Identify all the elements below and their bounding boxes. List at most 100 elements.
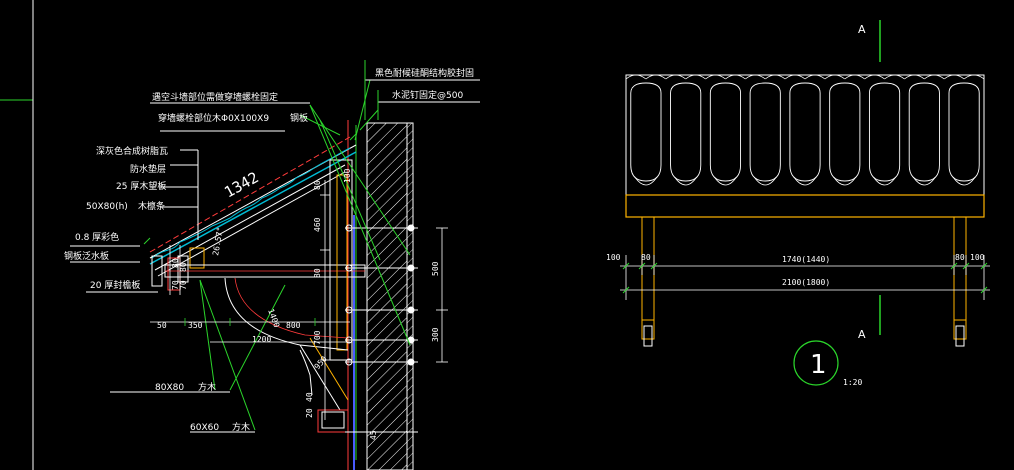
wall-finish [406, 122, 414, 470]
dimension-lines [150, 180, 448, 420]
section-detail: 1342 26.57° [70, 60, 480, 470]
dim-800: 800 [286, 321, 301, 330]
note-nails: 水泥钉固定@500 [392, 89, 463, 101]
ridge-scallop [864, 74, 885, 80]
note-bolts-spec: 穿墙螺栓部位木Φ0X100X9 [158, 112, 269, 124]
roof-tiles [625, 74, 985, 186]
dim-1400: 1400 [266, 308, 281, 329]
roof-tile [908, 82, 940, 182]
dim-1200: 1200 [252, 335, 271, 344]
roof-tile-lip [634, 176, 658, 186]
dim-e100: 100 [343, 168, 352, 183]
ridge-scallop [725, 74, 746, 80]
ridge-scallop [804, 74, 826, 80]
note-purlin-size: 50X80(h) [86, 202, 128, 212]
roof-tile-lip [674, 176, 698, 186]
note-flashing-1: 0.8 厚彩色 [75, 231, 119, 243]
posts [641, 216, 967, 347]
note-board: 25 厚木望板 [116, 180, 166, 192]
note-fascia: 20 厚封檐板 [90, 279, 140, 291]
detail-number: 1 [810, 350, 827, 380]
dim-50: 50 [157, 321, 167, 330]
detail-scale: 1:20 [843, 378, 862, 387]
note-purlin: 木檩条 [138, 200, 165, 212]
wall-bolts [345, 224, 418, 433]
dim-950: 950 [313, 354, 329, 371]
roof-tile-lip [753, 176, 777, 186]
dim-v40: 40 [305, 392, 314, 402]
elev-dim-total: 2100(1800) [782, 278, 830, 287]
ridge-scallop [625, 74, 647, 80]
elev-dim-mid: 1740(1440) [782, 255, 830, 264]
elev-dim-80-right: 80 [955, 253, 965, 262]
section-a-top: A [858, 23, 866, 36]
roof-tile [829, 82, 861, 182]
detail-marker-circle [793, 340, 839, 386]
ridge-scallop [784, 74, 806, 80]
ridge-scallop [844, 74, 865, 80]
ridge-scallop [824, 74, 845, 80]
roof-slope [149, 136, 357, 277]
ridge-scallop [745, 74, 766, 80]
wall-hatch [366, 122, 408, 470]
roof-tile-lip [912, 176, 936, 186]
ridge-scallop [904, 74, 925, 80]
dim-v300: 300 [431, 327, 440, 342]
roof-tile [948, 82, 980, 182]
dim-350: 350 [188, 321, 203, 330]
ridge-scallop [963, 74, 985, 80]
tile-roof [625, 74, 985, 196]
dim-slope: 1342 [221, 168, 261, 201]
ridge-scallop [765, 74, 786, 80]
dim-v80b: 80 [313, 268, 322, 278]
dim-v80c: 80 [171, 258, 180, 268]
note-steel-plate: 钢板 [290, 112, 308, 124]
ridge-scallop [645, 74, 666, 80]
roof-tile [749, 82, 781, 182]
ridge-scallop [705, 74, 726, 80]
roof-tile-lip [873, 176, 896, 186]
ridge-scallop [665, 74, 686, 80]
note-beam-size: 80X80 [155, 383, 184, 393]
roof-tile-lip [714, 176, 737, 186]
elev-dim-100-left: 100 [606, 253, 621, 262]
dim-v80a: 80 [313, 180, 322, 190]
ridge-scallop [944, 74, 965, 80]
elevation-detail [620, 20, 990, 386]
post [329, 159, 353, 361]
ridge-scallop [685, 74, 706, 80]
roof-tile [709, 82, 742, 182]
dim-v700: 700 [313, 330, 322, 345]
dim-v460: 460 [313, 217, 322, 232]
dim-e80: 80 [179, 262, 188, 272]
sheet-border [0, 0, 34, 470]
roof-tile-lip [952, 176, 976, 186]
dim-v500: 500 [431, 261, 440, 276]
roof-tile [630, 82, 662, 182]
roof-tile [789, 82, 821, 182]
dim-v20: 20 [305, 408, 314, 418]
section-a-bottom: A [858, 328, 866, 341]
roof-tile [670, 82, 702, 182]
fascia-board [625, 194, 985, 218]
note-beam-label: 方木 [198, 381, 216, 393]
note-waterproof: 防水垫层 [130, 163, 166, 175]
roof-tile-lip [833, 176, 857, 186]
dim-v70: 70 [171, 280, 180, 290]
dim-angle: 26.57° [211, 226, 225, 256]
note-brace-size: 60X60 [190, 423, 219, 433]
elev-dim-80-left: 80 [641, 253, 651, 262]
dim-w45: 45 [369, 430, 378, 440]
note-bolts-hollow: 遇空斗墙部位需做穿墙螺栓固定 [152, 91, 278, 103]
ridge-scallop [884, 74, 905, 80]
note-brace-label: 方木 [232, 421, 250, 433]
roof-tile [868, 82, 901, 182]
elevation-dimensions [620, 255, 990, 300]
arched-brace [224, 277, 349, 351]
leader-lines [199, 79, 411, 431]
elev-dim-100-right: 100 [970, 253, 985, 262]
dim-e70: 70 [179, 280, 188, 290]
note-sealant: 黑色耐候硅酮结构胶封固 [375, 67, 474, 79]
note-tile: 深灰色合成树脂瓦 [96, 145, 168, 157]
